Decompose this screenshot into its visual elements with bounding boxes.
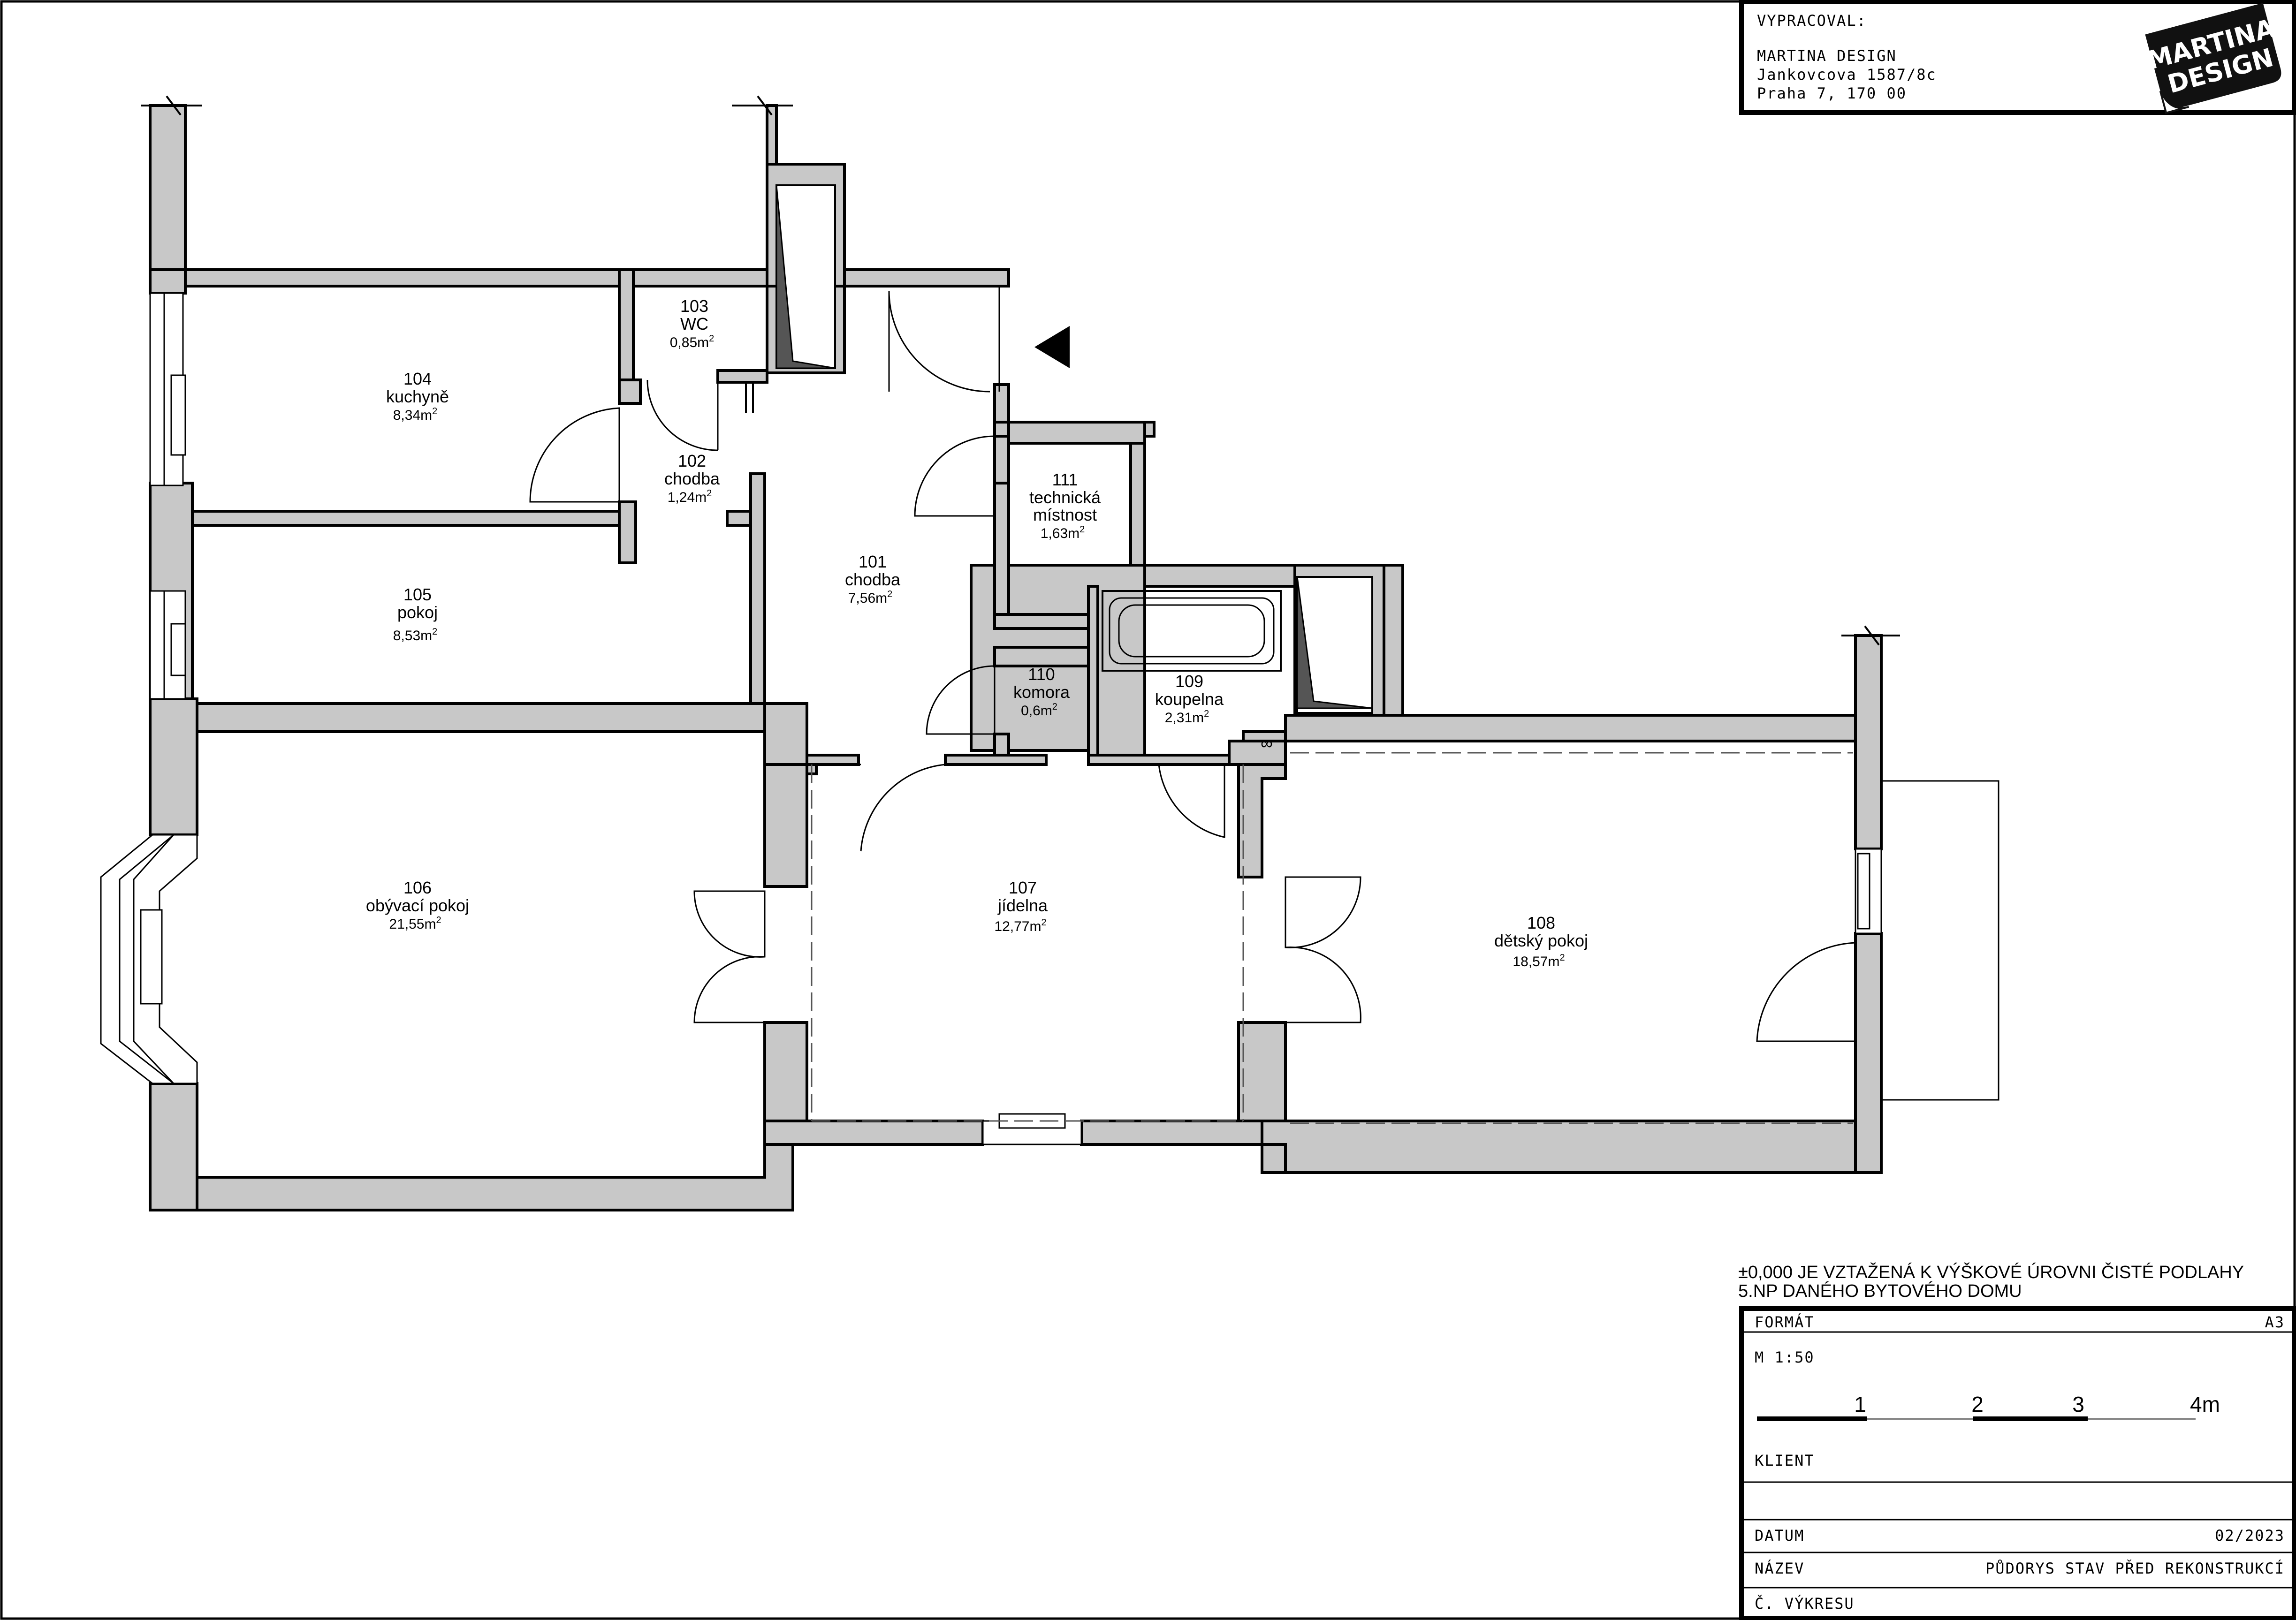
name-value: PŮDORYS STAV PŘED REKONSTRUKCÍ [1985, 1559, 2285, 1577]
svg-text:5.NP DANÉHO BYTOVÉHO DOMU: 5.NP DANÉHO BYTOVÉHO DOMU [1738, 1281, 2022, 1301]
svg-text:jídelna: jídelna [997, 896, 1048, 915]
room-label-111: 111 technická místnost 1,63m2 [1029, 470, 1101, 541]
svg-text:dětský pokoj: dětský pokoj [1494, 931, 1588, 950]
svg-text:108: 108 [1527, 913, 1555, 932]
name-label: NÁZEV [1755, 1559, 1804, 1577]
svg-text:8,34m2: 8,34m2 [393, 406, 438, 423]
format-label: FORMÁT [1755, 1313, 1815, 1331]
title-block: FORMÁT A3 M 1:50 1 2 3 4m KLIENT DATUM 0… [1739, 1306, 2296, 1620]
room-label-109: 109 koupelna 2,31m2 [1155, 672, 1224, 726]
svg-text:1,24m2: 1,24m2 [668, 488, 712, 505]
svg-text:2,31m2: 2,31m2 [1165, 709, 1209, 726]
svg-text:8,53m2: 8,53m2 [393, 627, 438, 643]
svg-text:0,85m2: 0,85m2 [670, 333, 715, 350]
svg-text:3: 3 [2072, 1392, 2084, 1416]
svg-text:obývací pokoj: obývací pokoj [366, 896, 469, 915]
svg-text:111: 111 [1052, 470, 1078, 489]
svg-text:107: 107 [1009, 878, 1037, 897]
svg-text:102: 102 [678, 451, 706, 470]
entrance-arrow-icon [1034, 326, 1070, 368]
designer-street: Jankovcova 1587/8c [1757, 66, 1937, 83]
room-label-102: 102 chodba 1,24m2 [664, 451, 720, 505]
svg-text:4m: 4m [2190, 1392, 2220, 1416]
designer-name: MARTINA DESIGN [1757, 47, 1897, 65]
svg-text:110: 110 [1028, 665, 1055, 684]
svg-text:0,6m2: 0,6m2 [1021, 702, 1057, 719]
windows [100, 292, 1999, 1145]
infinity-symbol: ∞ [1261, 734, 1273, 753]
svg-text:105: 105 [403, 585, 432, 604]
svg-text:kuchyně: kuchyně [386, 387, 449, 406]
scale-label: M 1:50 [1755, 1348, 1815, 1366]
room-label-107: 107 jídelna 12,77m2 [994, 878, 1048, 934]
doors [529, 286, 1856, 1042]
room-label-105: 105 pokoj 8,53m2 [393, 585, 438, 643]
dashed-lines [811, 752, 1853, 1124]
svg-text:104: 104 [403, 369, 432, 388]
svg-text:komora: komora [1013, 682, 1070, 702]
svg-text:koupelna: koupelna [1155, 689, 1224, 709]
room-label-106: 106 obývací pokoj 21,55m2 [366, 878, 469, 932]
room-label-101: 101 chodba 7,56m2 [845, 552, 901, 606]
drawing-number-label: Č. VÝKRESU [1755, 1594, 1855, 1612]
designer-city: Praha 7, 170 00 [1757, 84, 1907, 102]
designer-heading: VYPRACOVAL: [1757, 12, 1867, 30]
room-labels: 101 chodba 7,56m2 102 chodba 1,24m2 103 … [366, 296, 1588, 969]
svg-text:106: 106 [403, 878, 432, 897]
room-label-110: 110 komora 0,6m2 [1013, 665, 1070, 719]
designer-block: VYPRACOVAL: MARTINA DESIGN Jankovcova 15… [1739, 0, 2296, 115]
svg-text:18,57m2: 18,57m2 [1513, 953, 1565, 969]
format-value: A3 [2265, 1313, 2285, 1331]
svg-text:1: 1 [1854, 1392, 1866, 1416]
date-value: 02/2023 [2215, 1527, 2285, 1544]
svg-text:103: 103 [680, 296, 708, 316]
svg-text:WC: WC [680, 314, 708, 333]
height-note: ±0,000 JE VZTAŽENÁ K VÝŠKOVÉ ÚROVNI ČIST… [1738, 1262, 2244, 1301]
svg-text:chodba: chodba [664, 469, 720, 488]
svg-text:1,63m2: 1,63m2 [1041, 524, 1085, 541]
svg-text:±0,000 JE VZTAŽENÁ K VÝŠKOVÉ Ú: ±0,000 JE VZTAŽENÁ K VÝŠKOVÉ ÚROVNI ČIST… [1738, 1262, 2244, 1282]
bathtub: ∞ [1102, 590, 1282, 753]
scale-bar: 1 2 3 4m [1757, 1392, 2220, 1421]
svg-text:101: 101 [859, 552, 887, 571]
svg-text:109: 109 [1175, 672, 1203, 691]
svg-text:7,56m2: 7,56m2 [848, 589, 893, 606]
svg-text:12,77m2: 12,77m2 [994, 917, 1046, 934]
room-label-104: 104 kuchyně 8,34m2 [386, 369, 449, 423]
svg-text:místnost: místnost [1033, 505, 1097, 524]
room-label-108: 108 dětský pokoj 18,57m2 [1494, 913, 1588, 969]
date-label: DATUM [1755, 1527, 1804, 1544]
svg-text:pokoj: pokoj [397, 603, 438, 622]
installation-shafts [775, 184, 1373, 714]
room-label-103: 103 WC 0,85m2 [670, 296, 715, 350]
client-label: KLIENT [1755, 1452, 1815, 1469]
svg-text:2: 2 [1971, 1392, 1984, 1416]
svg-text:technická: technická [1029, 488, 1101, 507]
svg-text:chodba: chodba [845, 570, 901, 589]
break-marks [141, 95, 1900, 646]
svg-text:21,55m2: 21,55m2 [389, 915, 441, 932]
